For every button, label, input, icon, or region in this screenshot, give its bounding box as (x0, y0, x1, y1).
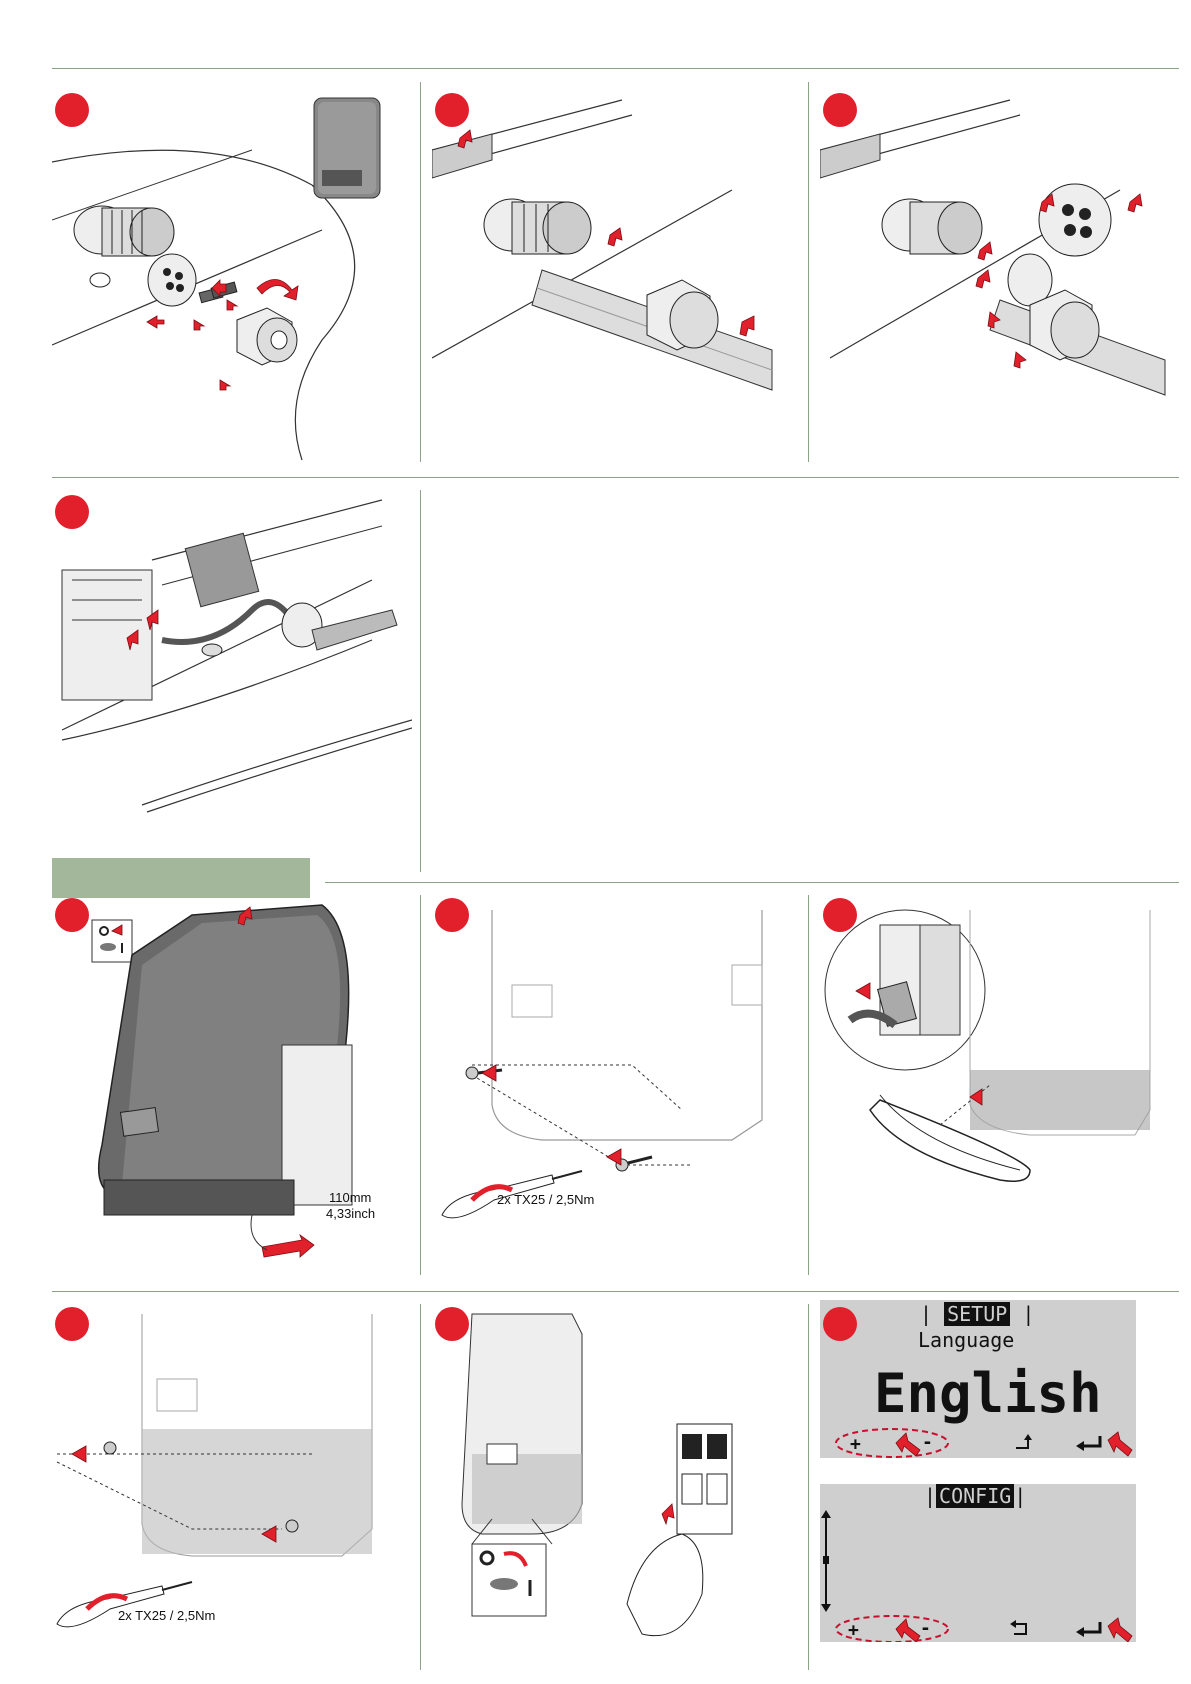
cable-gland-body (74, 206, 174, 256)
divider-r3-b (808, 895, 809, 1275)
divider-r1-b (808, 82, 809, 462)
step-marker (55, 1307, 89, 1341)
dimension-mm: 110mm (329, 1190, 371, 1206)
step-marker (435, 898, 469, 932)
step-marker (55, 495, 89, 529)
screw-fastening-illustration (432, 895, 800, 1275)
gland-disassembly-illustration (52, 90, 412, 462)
arrow-marker-icon (482, 1065, 621, 1165)
torque-label: 2x TX25 / 2,5Nm (118, 1608, 215, 1624)
seal-assembly-illustration (820, 90, 1180, 462)
step-marker (435, 1307, 469, 1341)
step-marker (435, 93, 469, 127)
torque-label: 2x TX25 / 2,5Nm (497, 1192, 594, 1208)
enter-icon[interactable] (1076, 1622, 1100, 1637)
divider-r1-a (420, 82, 421, 462)
enter-icon[interactable] (1076, 1436, 1100, 1451)
scrollbar[interactable] (821, 1510, 831, 1612)
panel-step-7 (820, 895, 1180, 1275)
top-rule (52, 68, 1179, 69)
panel-step-4 (52, 490, 412, 870)
panel-step-2 (432, 90, 800, 462)
dimension-inch: 4,33inch (326, 1206, 375, 1222)
row4-rule (52, 1291, 1179, 1292)
arrow-marker-icon (662, 1504, 674, 1524)
cable-connection-illustration (52, 490, 412, 870)
screw (616, 1157, 652, 1171)
cable-insertion-illustration (432, 90, 800, 462)
power-on-illustration (432, 1304, 800, 1670)
breaker-icon (677, 1424, 732, 1534)
step-marker (823, 1307, 857, 1341)
bottom-cover-illustration (820, 895, 1180, 1275)
step-marker (823, 898, 857, 932)
panel-step-6: 2x TX25 / 2,5Nm (432, 895, 800, 1275)
display-setup-language: | SETUP | Language English + - (820, 1300, 1136, 1458)
divider-r4-b (808, 1304, 809, 1670)
sealing-nut (237, 308, 297, 365)
up-arrow-icon[interactable] (1016, 1434, 1032, 1448)
display-config: |CONFIG| + - (820, 1484, 1136, 1642)
divider-r2 (420, 490, 421, 872)
row2-rule (52, 477, 1179, 478)
step-marker (55, 93, 89, 127)
divider-r3-a (420, 895, 421, 1275)
highlight-ring (836, 1429, 948, 1457)
panel-step-5: 110mm 4,33inch (52, 895, 412, 1275)
panel-step-9 (432, 1304, 800, 1670)
section-rule (325, 882, 1179, 883)
step-marker (823, 93, 857, 127)
panel-step-3 (820, 90, 1180, 462)
highlight-ring (836, 1616, 948, 1642)
panel-step-8: 2x TX25 / 2,5Nm (52, 1304, 412, 1670)
bottom-cover-screw-illustration (52, 1304, 412, 1670)
step-marker (55, 898, 89, 932)
panel-step-1 (52, 90, 412, 462)
back-icon[interactable] (1010, 1620, 1026, 1634)
divider-r4-a (420, 1304, 421, 1670)
